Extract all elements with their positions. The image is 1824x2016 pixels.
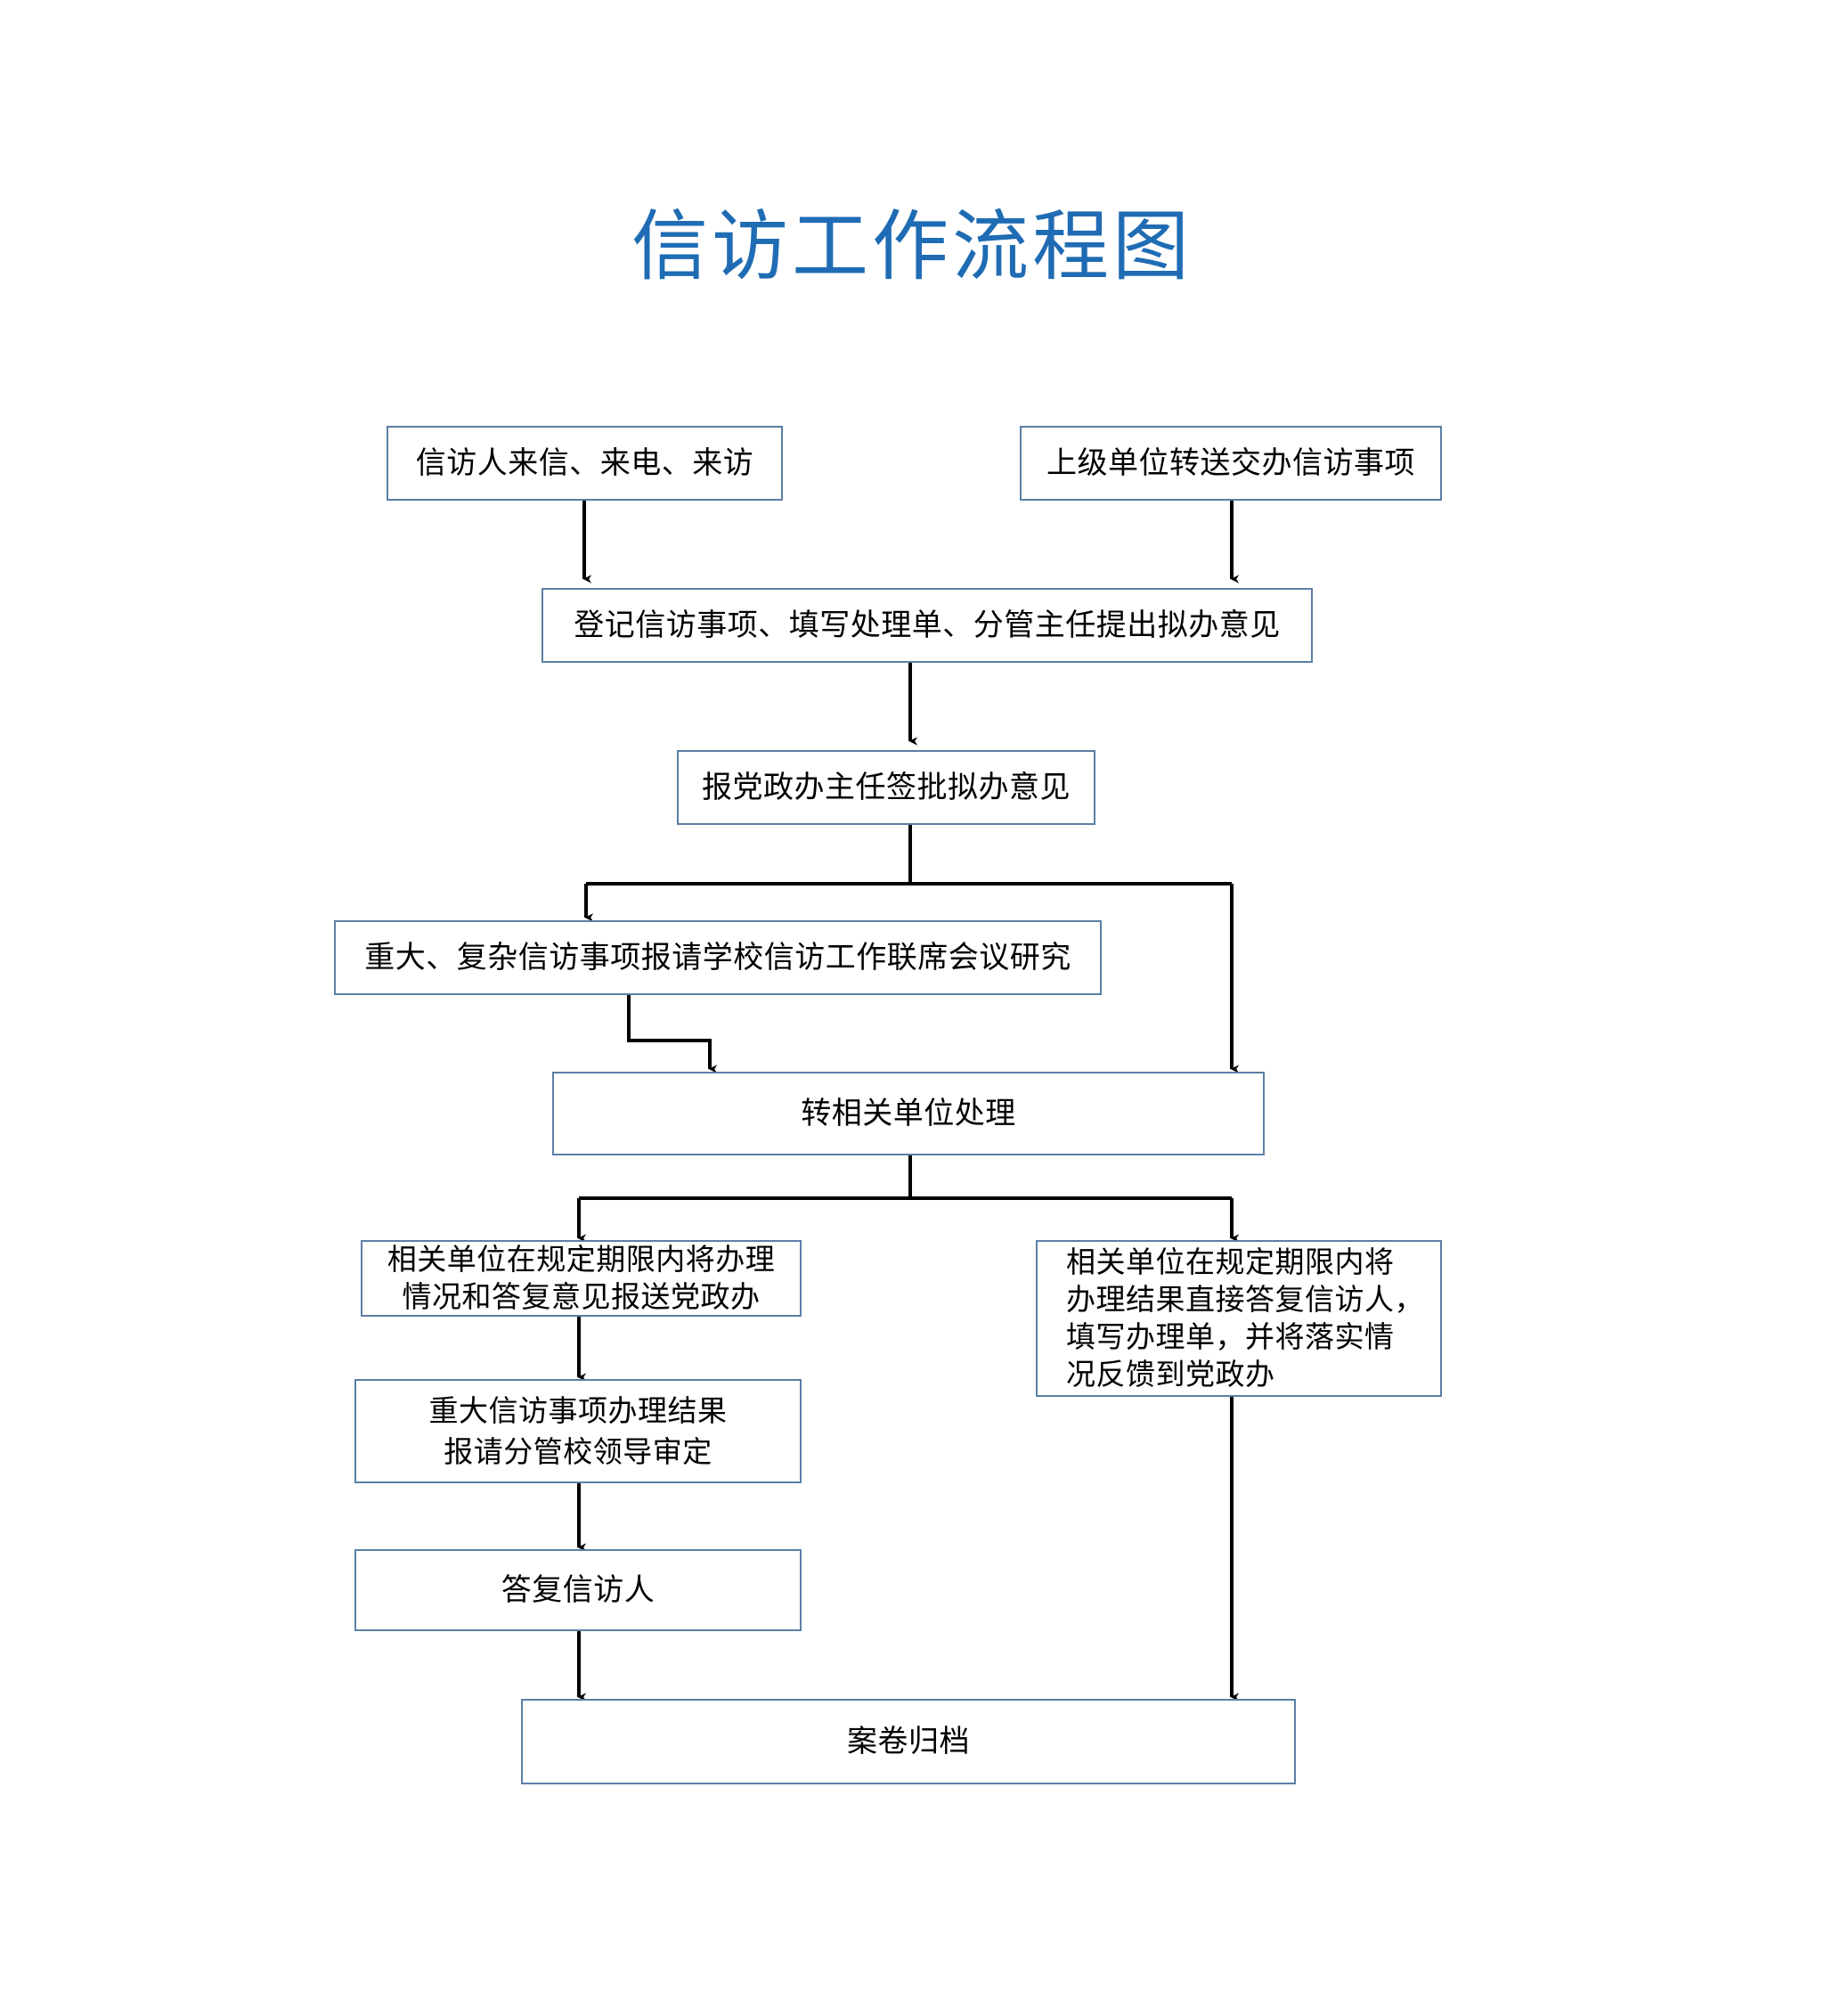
node-archive-case-file[interactable]: 案卷归档 xyxy=(521,1699,1296,1784)
node-director-approval[interactable]: 报党政办主任签批拟办意见 xyxy=(677,750,1095,825)
node-label: 重大信访事项办理结果 报请分管校领导审定 xyxy=(428,1393,728,1468)
node-major-case-leader-approval[interactable]: 重大信访事项办理结果 报请分管校领导审定 xyxy=(354,1379,802,1483)
node-report-result-to-office[interactable]: 相关单位在规定期限内将办理 情况和答复意见报送党政办 xyxy=(361,1240,802,1317)
node-reply-petitioner[interactable]: 答复信访人 xyxy=(354,1549,802,1631)
node-label: 答复信访人 xyxy=(501,1573,656,1607)
node-transfer-to-unit[interactable]: 转相关单位处理 xyxy=(552,1072,1265,1155)
node-source-superior-transfer[interactable]: 上级单位转送交办信访事项 xyxy=(1020,426,1442,501)
edge-n5-n6 xyxy=(627,995,718,1073)
node-label: 上级单位转送交办信访事项 xyxy=(1046,446,1415,480)
node-label: 信访人来信、来电、来访 xyxy=(415,446,754,480)
node-register-petition[interactable]: 登记信访事项、填写处理单、分管主任提出拟办意见 xyxy=(542,588,1313,663)
node-label: 重大、复杂信访事项报请学校信访工作联席会议研究 xyxy=(364,941,1071,975)
node-joint-meeting-review[interactable]: 重大、复杂信访事项报请学校信访工作联席会议研究 xyxy=(334,920,1102,995)
node-label: 报党政办主任签批拟办意见 xyxy=(702,771,1071,804)
node-label: 相关单位在规定期限内将办理 情况和答复意见报送党政办 xyxy=(387,1243,776,1313)
page-title: 信访工作流程图 xyxy=(631,204,1193,290)
node-direct-reply-to-petitioner[interactable]: 相关单位在规定期限内将 办理结果直接答复信访人， 填写办理单，并将落实情 况反馈… xyxy=(1036,1240,1442,1397)
node-label: 登记信访事项、填写处理单、分管主任提出拟办意见 xyxy=(574,608,1281,642)
node-source-petition-letter[interactable]: 信访人来信、来电、来访 xyxy=(387,426,783,501)
node-label: 转相关单位处理 xyxy=(801,1097,1016,1130)
node-label: 案卷归档 xyxy=(847,1725,970,1759)
node-label: 相关单位在规定期限内将 办理结果直接答复信访人， 填写办理单，并将落实情 况反馈… xyxy=(1066,1245,1424,1391)
